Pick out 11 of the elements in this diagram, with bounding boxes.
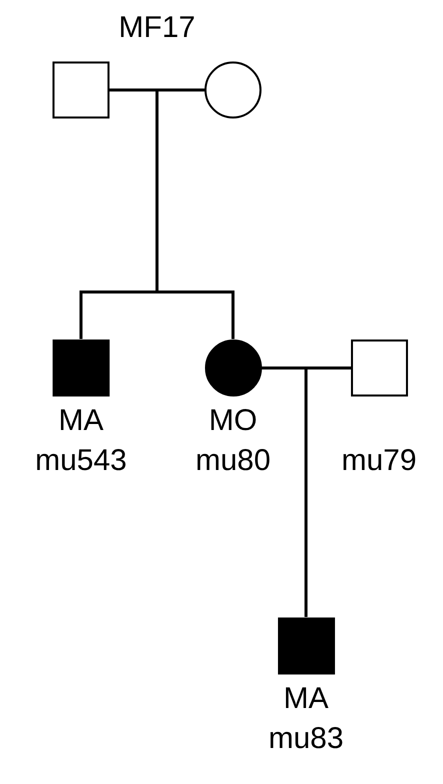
individual-label: mu83 [268,721,344,757]
individual-label: MA [284,681,328,717]
individual-label: mu80 [195,443,271,479]
individual-label: mu543 [35,443,127,479]
individual-label: mu79 [341,443,417,479]
family-label: MF17 [118,10,196,46]
individual-label: MA [58,403,104,439]
individual-label: MO [208,403,258,439]
pedigree-line [261,366,351,370]
pedigree-line [109,88,205,92]
pedigree-line [156,88,234,339]
